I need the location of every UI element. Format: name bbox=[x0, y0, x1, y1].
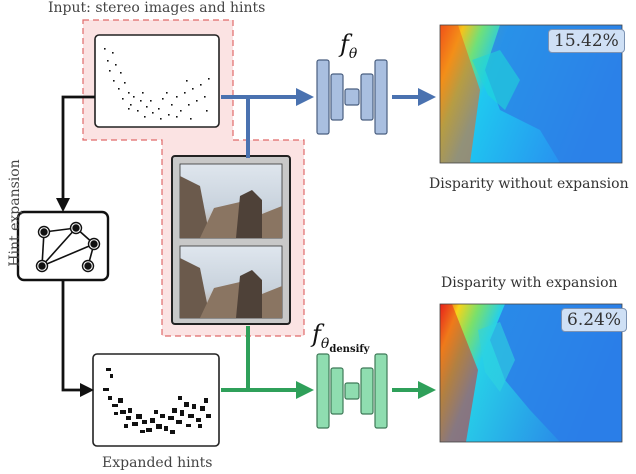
error-badge-with: 6.24% bbox=[561, 308, 628, 332]
network-f-theta-densify bbox=[316, 353, 388, 429]
hint-expansion-label: Hint expansion bbox=[7, 159, 23, 267]
error-badge-without: 15.42% bbox=[548, 29, 625, 53]
disparity-with-expansion-image bbox=[439, 303, 623, 443]
f-densify-theta: θ bbox=[320, 335, 330, 352]
sparse-hints-image bbox=[94, 34, 220, 128]
hint-expansion-box bbox=[16, 210, 110, 282]
f-theta-densify-label: fθdensify bbox=[312, 320, 370, 355]
green-path-lines bbox=[221, 326, 436, 399]
blue-path-lines bbox=[221, 88, 436, 158]
stereo-image-pair bbox=[171, 155, 291, 325]
f-theta-base: f bbox=[340, 30, 349, 58]
hint-expansion-path bbox=[56, 95, 95, 397]
expanded-hints-label: Expanded hints bbox=[102, 455, 213, 471]
network-f-theta bbox=[316, 59, 388, 135]
f-densify-base: f bbox=[312, 320, 321, 348]
f-theta-label: fθ bbox=[340, 30, 357, 62]
disparity-without-label: Disparity without expansion bbox=[429, 176, 629, 192]
disparity-with-label: Disparity with expansion bbox=[441, 275, 618, 291]
expanded-hints-image bbox=[92, 353, 220, 447]
f-densify-sub: θdensify bbox=[320, 335, 370, 355]
input-title: Input: stereo images and hints bbox=[48, 0, 266, 16]
f-densify-subsub: densify bbox=[329, 343, 370, 355]
f-theta-sub: θ bbox=[348, 45, 358, 62]
